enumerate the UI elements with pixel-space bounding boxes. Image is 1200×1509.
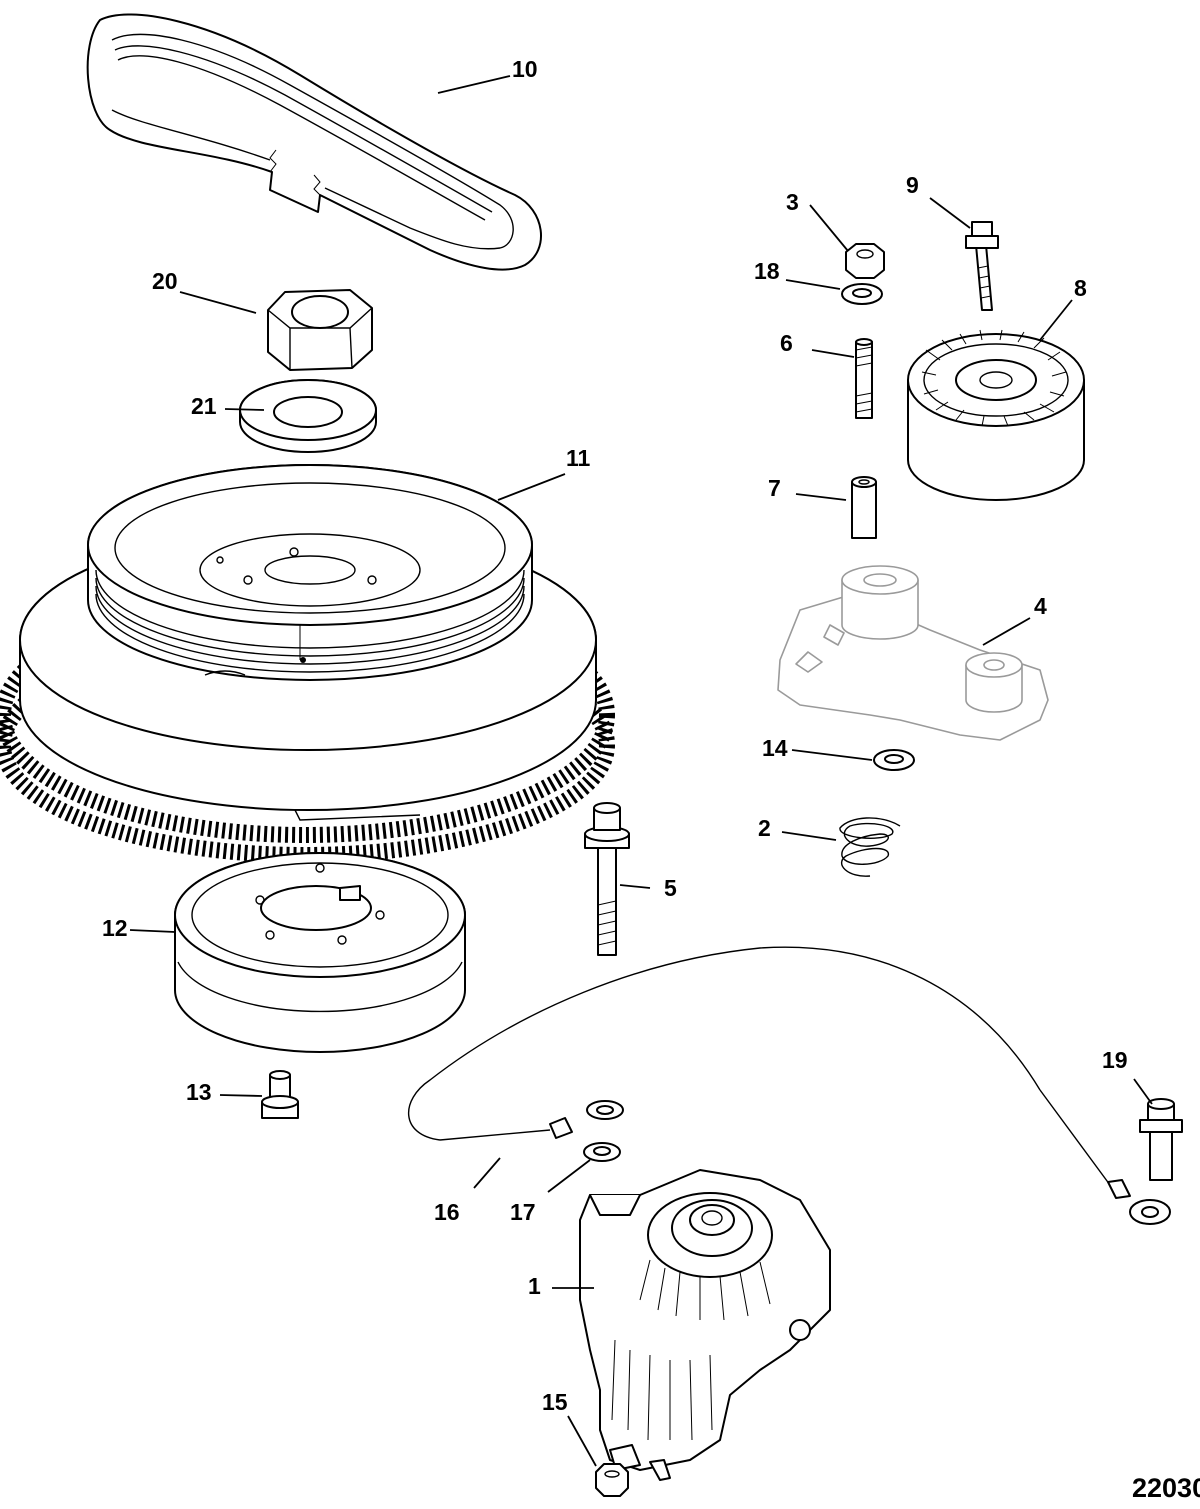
- spacer-sleeve: [851, 476, 877, 539]
- figure-number: 22030: [1132, 1473, 1200, 1503]
- alternator: [579, 1169, 831, 1481]
- mounting-bolt: [1139, 1098, 1183, 1181]
- leader-lines: [129, 75, 1153, 1467]
- hex-nut-small: [845, 243, 885, 279]
- crankshaft-pulley: [174, 852, 466, 1053]
- callout-5: 5: [664, 875, 677, 901]
- callout-2: 2: [758, 815, 771, 841]
- tensioner-bracket: [777, 565, 1049, 741]
- long-bolt: [584, 802, 630, 956]
- callout-19: 19: [1102, 1047, 1128, 1073]
- callout-10: 10: [512, 56, 538, 82]
- flange-bolt-small: [261, 1070, 299, 1119]
- callout-11: 11: [566, 445, 591, 471]
- callout-20: 20: [152, 268, 178, 294]
- alternator-nut: [595, 1463, 629, 1497]
- callout-4: 4: [1034, 593, 1047, 619]
- hex-nut-large: [267, 289, 373, 371]
- callout-14: 14: [762, 735, 788, 761]
- callout-6: 6: [780, 330, 793, 356]
- callout-15: 15: [542, 1389, 568, 1415]
- callout-8: 8: [1074, 275, 1087, 301]
- callout-13: 13: [186, 1079, 212, 1105]
- idler-bolt: [965, 221, 999, 311]
- drive-belt: [86, 13, 542, 271]
- idler-pulley: [907, 329, 1085, 501]
- callout-21: 21: [191, 393, 217, 419]
- flat-washer-large: [239, 379, 377, 453]
- callout-3: 3: [786, 189, 799, 215]
- callout-16: 16: [434, 1199, 460, 1225]
- callout-9: 9: [906, 172, 919, 198]
- callout-1: 1: [528, 1273, 541, 1299]
- coil-spring: [839, 817, 901, 877]
- washer-small-17: [583, 1142, 621, 1162]
- washer-small-18: [841, 283, 883, 305]
- flywheel: [0, 464, 615, 863]
- ground-cable: [407, 946, 1171, 1225]
- threaded-stud: [855, 338, 873, 419]
- washer-small-14: [873, 749, 915, 771]
- callout-12: 12: [102, 915, 128, 941]
- callout-18: 18: [754, 258, 780, 284]
- callout-7: 7: [768, 475, 781, 501]
- callout-17: 17: [510, 1199, 536, 1225]
- callout-labels: 10 20 21 11 3 9 18 8 6 7 4 14 2 12 5 13 …: [102, 56, 1128, 1415]
